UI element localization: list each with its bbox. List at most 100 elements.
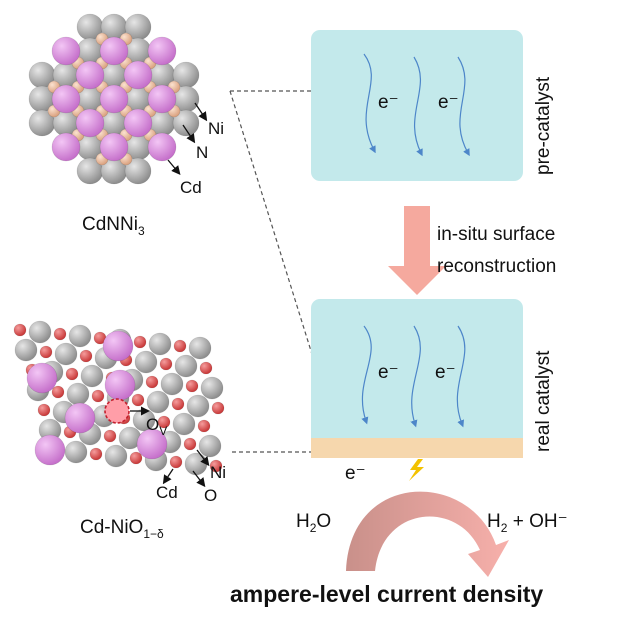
down-arrow <box>388 206 446 295</box>
lightning-icon <box>409 459 424 481</box>
ni-atom <box>172 109 200 137</box>
label-cd-top: Cd <box>180 178 202 197</box>
structure-name-bottom: Cd-NiO1−δ <box>80 517 164 541</box>
ni-pointer-bottom <box>196 449 210 467</box>
o-atom <box>169 455 183 469</box>
ni-atom <box>188 336 212 360</box>
o-atom <box>79 349 93 363</box>
transition-line-1: in-situ surface <box>437 224 555 245</box>
electron-label: e⁻ <box>378 362 399 383</box>
o-atom <box>159 357 173 371</box>
transition-line-2: reconstruction <box>437 256 556 277</box>
reaction-arrow <box>346 491 509 577</box>
o-atom <box>211 401 225 415</box>
cd-atom <box>51 84 81 114</box>
cd-atom <box>136 428 168 460</box>
electron-path <box>410 325 421 428</box>
structure-name-top: CdNNi3 <box>82 214 145 238</box>
cd-atom <box>147 132 177 162</box>
electron-path <box>457 56 470 157</box>
ni-atom <box>160 372 184 396</box>
o-atom <box>13 323 27 337</box>
o-atom <box>183 437 197 451</box>
o-atom <box>197 419 211 433</box>
cd-atom <box>123 60 153 90</box>
label-n-top: N <box>196 143 208 162</box>
electron-paths-real <box>361 325 466 428</box>
cd-atom <box>34 434 66 466</box>
ni-atom <box>184 452 208 476</box>
o-atom <box>65 367 79 381</box>
ni-atom <box>172 412 196 436</box>
electron-paths-pre <box>363 53 470 157</box>
connector-lines <box>229 90 317 453</box>
o-pointer-bottom <box>192 470 206 488</box>
product-label: H2 + OH⁻ <box>487 511 568 535</box>
cd-atom <box>104 369 136 401</box>
cd-pointer-bottom <box>162 468 174 485</box>
cd-atom <box>99 36 129 66</box>
o-atom <box>145 375 159 389</box>
cdnni3-crystal <box>28 13 200 185</box>
o-atom <box>51 385 65 399</box>
ni-atom <box>64 440 88 464</box>
cd-atom <box>51 132 81 162</box>
surface-layer <box>311 438 523 458</box>
ni-atom <box>14 338 38 362</box>
o-atom <box>131 393 145 407</box>
label-ni-bottom: Ni <box>210 463 226 482</box>
electron-path <box>413 56 423 157</box>
ni-pointer <box>194 102 208 122</box>
ni-atom <box>198 434 222 458</box>
electron-label: e⁻ <box>378 92 399 113</box>
o-atom <box>133 335 147 349</box>
cd-pointer <box>167 159 181 175</box>
ni-atom <box>66 382 90 406</box>
cd-nio-crystal <box>13 320 225 476</box>
o-atom <box>209 459 223 473</box>
connector-top-diagonal <box>229 90 317 368</box>
o-atom <box>129 451 143 465</box>
footer-title: ampere-level current density <box>230 581 543 607</box>
o-atom <box>39 345 53 359</box>
ni-atom <box>80 364 104 388</box>
reactant-label: H2O <box>296 511 331 535</box>
cd-atom <box>102 330 134 362</box>
cd-atom <box>26 362 58 394</box>
o-atom <box>157 415 171 429</box>
cd-atom <box>147 84 177 114</box>
vacancy-label: OV <box>146 415 167 438</box>
cd-atom <box>99 132 129 162</box>
ni-atom <box>28 320 52 344</box>
o-atom <box>199 361 213 375</box>
o-atom <box>53 327 67 341</box>
ni-atom <box>148 332 172 356</box>
o-atom <box>171 397 185 411</box>
cd-atom <box>75 60 105 90</box>
surface-electron-label: e⁻ <box>345 463 366 484</box>
electron-path <box>363 53 376 154</box>
ni-atom <box>200 376 224 400</box>
ni-atom <box>124 157 152 185</box>
cd-atom <box>51 36 81 66</box>
ni-atom <box>174 354 198 378</box>
ni-atom <box>134 350 158 374</box>
o-atom <box>91 389 105 403</box>
ni-atom <box>54 342 78 366</box>
cd-atom <box>99 84 129 114</box>
ni-atom <box>146 390 170 414</box>
real-catalyst-label: real catalyst <box>533 350 554 452</box>
o-atom <box>103 429 117 443</box>
real-catalyst-panel <box>311 299 523 447</box>
o-atom <box>173 339 187 353</box>
electron-label: e⁻ <box>435 362 456 383</box>
electron-path <box>456 325 466 428</box>
electron-label: e⁻ <box>438 92 459 113</box>
n-pointer <box>182 124 196 144</box>
label-o-bottom: O <box>204 486 217 505</box>
ni-atom <box>186 394 210 418</box>
oxygen-vacancy <box>104 398 130 424</box>
cd-atom <box>123 108 153 138</box>
electron-path <box>361 325 372 425</box>
